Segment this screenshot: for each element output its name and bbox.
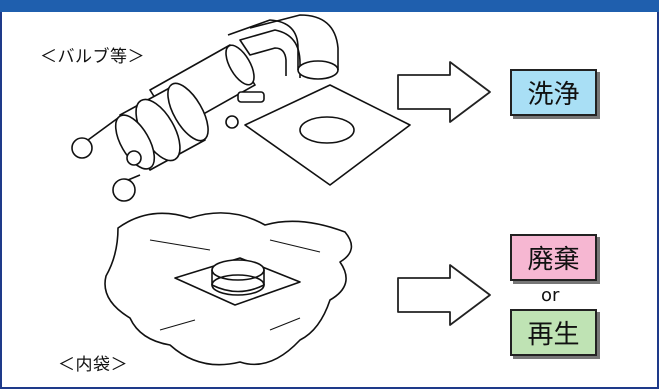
valve-illustration xyxy=(72,15,410,201)
wash-box: 洗浄 xyxy=(510,69,597,116)
inner-bag-illustration xyxy=(105,213,351,365)
arrow-right-outline-icon xyxy=(398,265,490,325)
arrow-right-outline-icon xyxy=(398,62,490,122)
or-label: or xyxy=(541,285,559,306)
discard-box: 廃棄 xyxy=(510,234,597,281)
regenerate-box: 再生 xyxy=(510,309,597,356)
